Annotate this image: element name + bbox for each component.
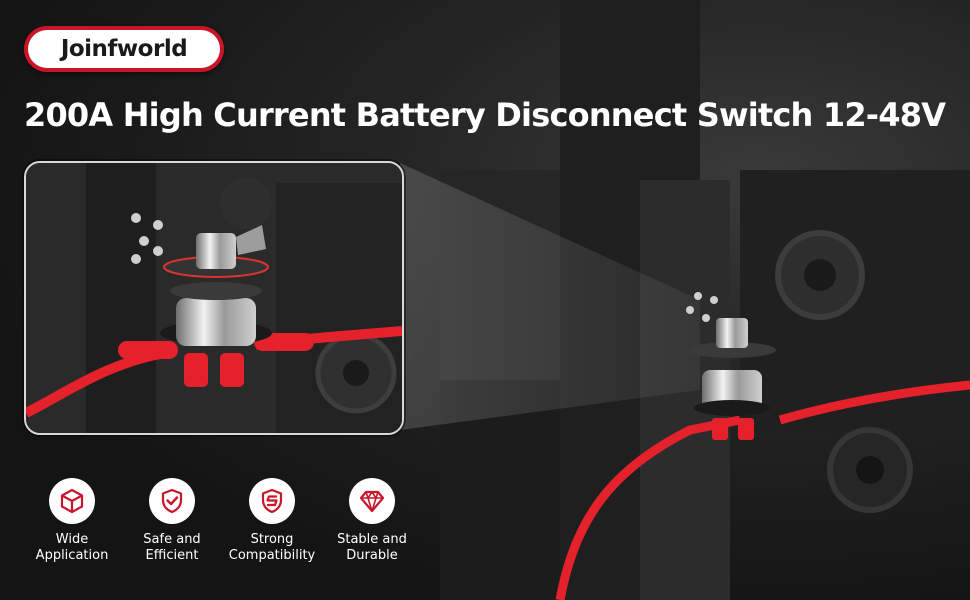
shield-check-icon: [161, 488, 183, 514]
feature-label-line2: Durable: [346, 548, 398, 563]
feature-icon-badge: [149, 478, 195, 524]
feature-label-line1: Stable and: [337, 532, 407, 547]
feature-label-line2: Compatibility: [228, 548, 316, 563]
brand-name: Joinfworld: [60, 36, 188, 62]
headline: 200A High Current Battery Disconnect Swi…: [24, 96, 946, 134]
feature-wide-application: Wide Application: [22, 478, 122, 564]
box-icon: [60, 488, 84, 514]
feature-icon-badge: [349, 478, 395, 524]
feature-label: Strong Compatibility: [222, 532, 322, 564]
feature-label-line2: Efficient: [145, 548, 199, 563]
feature-list: Wide Application Safe and Efficient: [22, 478, 422, 578]
diamond-icon: [359, 490, 385, 513]
feature-icon-badge: [249, 478, 295, 524]
feature-label-line2: Application: [35, 548, 109, 563]
feature-label: Safe and Efficient: [122, 532, 222, 564]
s-shield-icon: [261, 488, 283, 514]
brand-logo: Joinfworld: [24, 26, 224, 72]
feature-label-line1: Strong: [250, 532, 294, 547]
feature-strong-compatibility: Strong Compatibility: [222, 478, 322, 564]
feature-label: Stable and Durable: [322, 532, 422, 564]
feature-label-line1: Wide: [55, 532, 89, 547]
feature-icon-badge: [49, 478, 95, 524]
switch-closeup: [26, 163, 402, 433]
feature-stable-durable: Stable and Durable: [322, 478, 422, 564]
brand-logo-inner: Joinfworld: [28, 30, 220, 68]
zoom-inset: [24, 161, 404, 435]
feature-label-line1: Safe and: [143, 532, 201, 547]
feature-safe-efficient: Safe and Efficient: [122, 478, 222, 564]
feature-label: Wide Application: [22, 532, 122, 564]
